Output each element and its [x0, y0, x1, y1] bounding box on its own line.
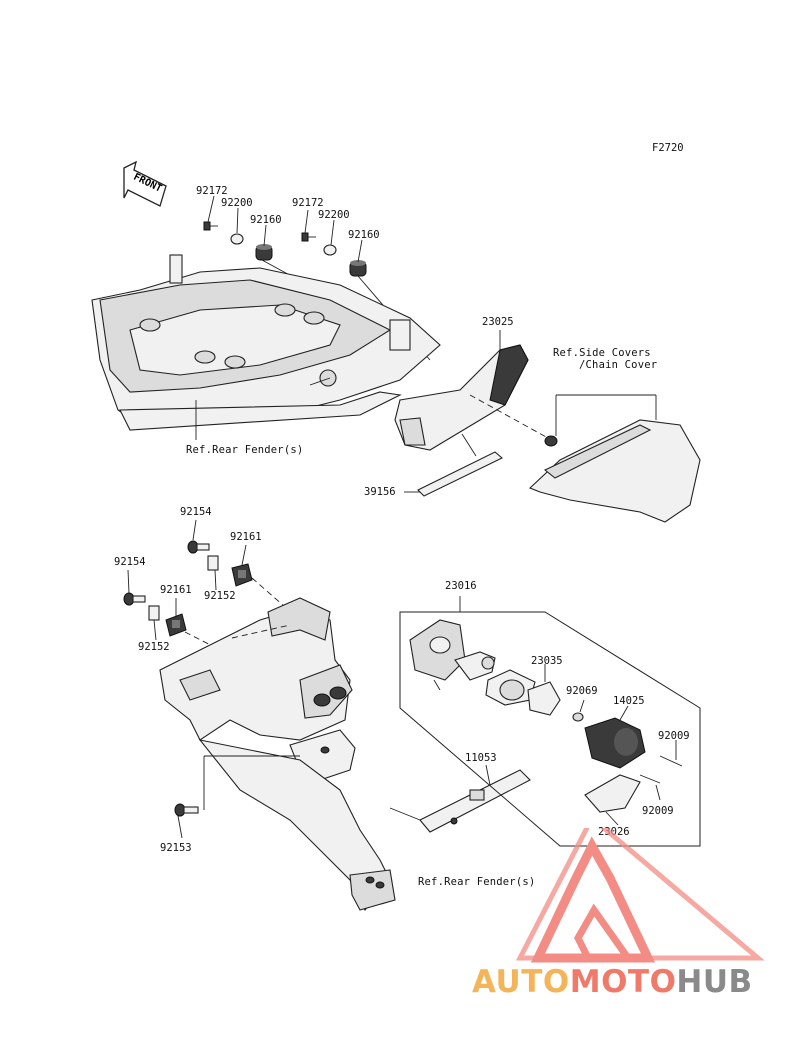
diagram-code: F2720 — [652, 142, 684, 154]
part-label-23035: 23035 — [531, 655, 563, 667]
side-cover-ref — [528, 394, 701, 523]
grommet-92160-a-icon — [255, 244, 273, 261]
trim-strip-39156 — [404, 433, 503, 497]
watermark-text: AUTOMOTOHUB — [472, 964, 753, 1000]
bolt-92154-b-icon — [123, 592, 146, 606]
bolt-92153-icon — [174, 803, 199, 839]
bolt-92172-a-icon — [203, 221, 218, 231]
washer-92200-a-icon — [230, 233, 244, 245]
damper-92161-a-icon — [231, 563, 253, 587]
license-lamp-assembly-23016 — [399, 596, 701, 847]
ref-side-covers-line1: Ref.Side Covers — [553, 347, 651, 359]
grommet-92160-b-icon — [349, 260, 367, 277]
part-label-11053: 11053 — [465, 752, 497, 764]
part-label-92161: 92161 — [160, 584, 192, 596]
watermark-moto: MOTO — [569, 964, 677, 1000]
part-label-92152: 92152 — [138, 641, 170, 653]
ref-side-covers-line2: /Chain Cover — [579, 359, 658, 371]
part-label-92200: 92200 — [318, 209, 350, 221]
part-label-92161: 92161 — [230, 531, 262, 543]
collar-92152-a-icon — [207, 555, 219, 571]
part-label-92069: 92069 — [566, 685, 598, 697]
bolt-92154-a-icon — [187, 540, 210, 554]
part-label-92009: 92009 — [642, 805, 674, 817]
bolt-92172-b-icon — [301, 232, 316, 242]
part-label-92154: 92154 — [180, 506, 212, 518]
ref-rear-fender-bottom: Ref.Rear Fender(s) — [418, 876, 536, 888]
washer-92200-b-icon — [323, 244, 337, 256]
lower-hardware — [123, 519, 301, 661]
part-label-92153: 92153 — [160, 842, 192, 854]
damper-92161-b-icon — [165, 613, 187, 637]
collar-92152-b-icon — [148, 605, 160, 621]
part-label-14025: 14025 — [613, 695, 645, 707]
tail-cowl-frame — [91, 254, 441, 431]
part-label-92009: 92009 — [658, 730, 690, 742]
part-label-39156: 39156 — [364, 486, 396, 498]
ref-rear-fender-top: Ref.Rear Fender(s) — [186, 444, 304, 456]
part-label-92200: 92200 — [221, 197, 253, 209]
part-label-92154: 92154 — [114, 556, 146, 568]
license-holder-11053 — [389, 764, 531, 833]
part-label-23016: 23016 — [445, 580, 477, 592]
part-label-92172: 92172 — [292, 197, 324, 209]
rear-fender-bracket — [159, 597, 396, 911]
part-label-92160: 92160 — [348, 229, 380, 241]
part-label-92152: 92152 — [204, 590, 236, 602]
part-label-23025: 23025 — [482, 316, 514, 328]
watermark-auto: AUTO — [472, 964, 570, 1000]
tail-lamp-23025 — [394, 330, 549, 451]
watermark-logo-icon — [515, 828, 765, 963]
front-arrow-icon: FRONT — [123, 160, 167, 207]
watermark-hub: HUB — [676, 964, 753, 1000]
part-label-92160: 92160 — [250, 214, 282, 226]
part-label-92172: 92172 — [196, 185, 228, 197]
